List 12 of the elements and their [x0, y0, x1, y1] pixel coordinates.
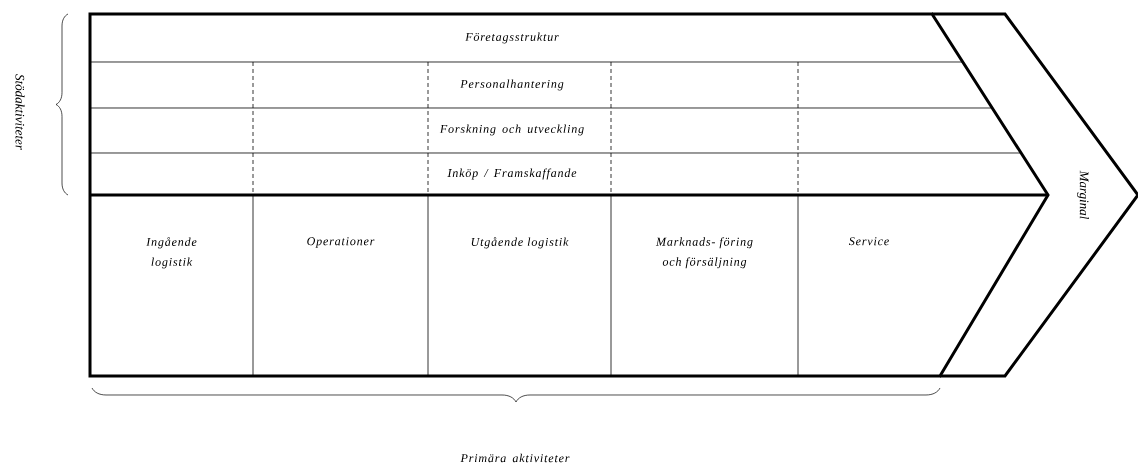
margin-band: Marginal — [932, 12, 1138, 378]
band-label: Personalhantering — [460, 79, 564, 91]
band-label: Inköp / Framskaffande — [447, 168, 577, 180]
bottom-label: Primära aktiviteter — [460, 453, 570, 463]
activity-label: Operationer — [307, 237, 375, 248]
activity-label: Service — [848, 237, 889, 246]
band-label: Företagsstruktur — [465, 32, 559, 44]
band-label: Forskning och utveckling — [439, 124, 584, 136]
side-label: Stödaktiviteter — [15, 74, 25, 150]
activity-label: Ingående logistik — [146, 237, 197, 269]
activity-label: Utgående logistik — [471, 237, 569, 249]
activity-label: Marknads- föring och försäljning — [655, 237, 753, 269]
